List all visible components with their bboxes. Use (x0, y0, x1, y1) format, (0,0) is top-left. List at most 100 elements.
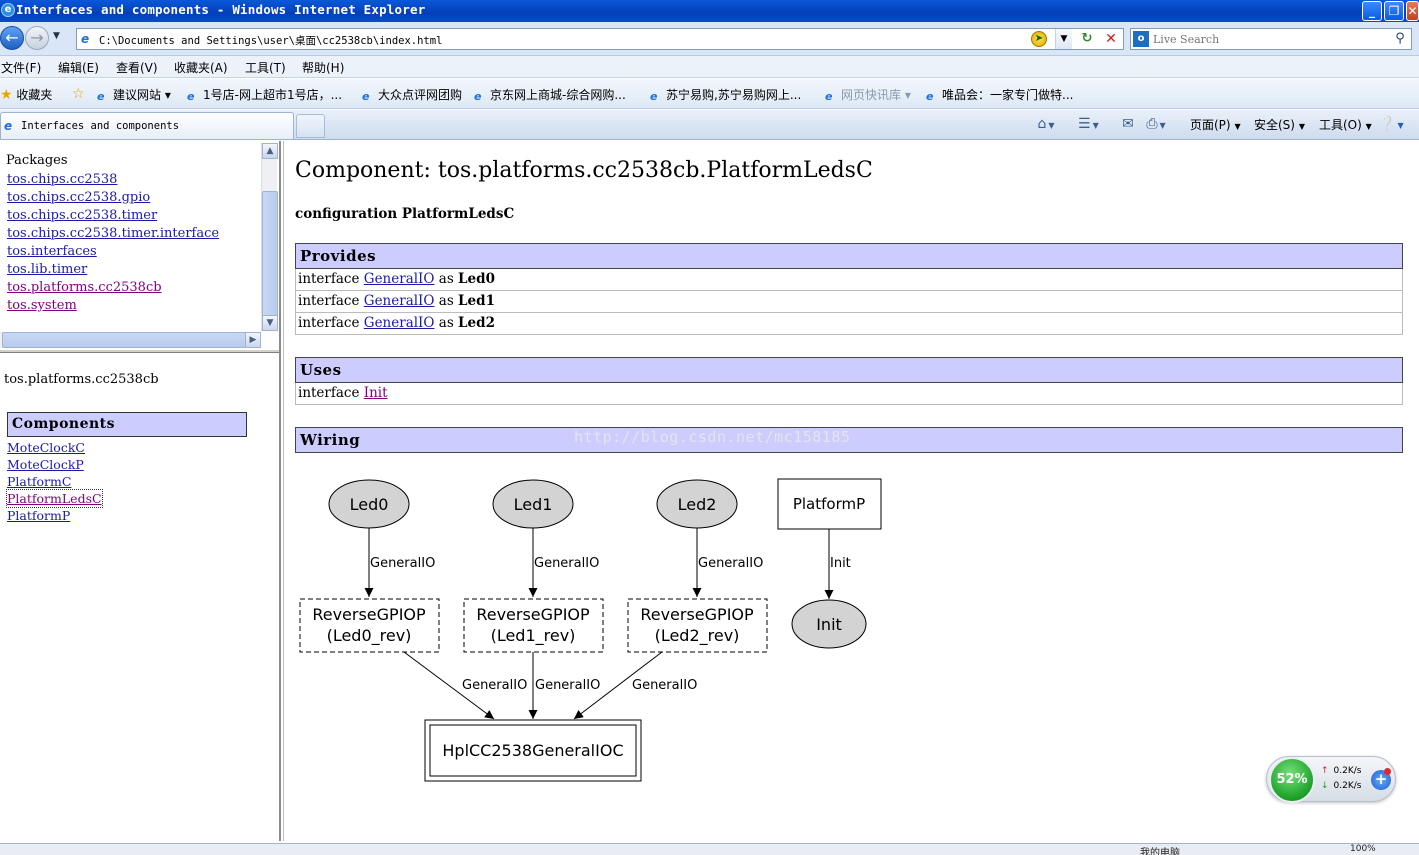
interface-link[interactable]: Init (363, 385, 388, 401)
page-icon: e (81, 32, 90, 46)
package-link[interactable]: tos.platforms.cc2538cb (7, 280, 162, 295)
edge-label: GeneralIO (534, 556, 599, 571)
watermark-text: http://blog.csdn.net/mc158185 (574, 428, 851, 446)
menu-help[interactable]: 帮助(H) (302, 61, 345, 75)
current-package: tos.platforms.cc2538cb (4, 372, 159, 387)
favorites-button[interactable]: ★ 收藏夹 (0, 87, 53, 103)
home-icon[interactable]: ⌂▼ (1037, 116, 1055, 132)
maximize-button[interactable]: ❐ (1384, 1, 1404, 21)
menu-file[interactable]: 文件(F) (1, 61, 42, 75)
menu-bar: 文件(F) 编辑(E) 查看(V) 收藏夹(A) 工具(T) 帮助(H) (0, 56, 1419, 78)
cpu-percent-badge: 52% (1269, 757, 1315, 803)
menu-edit[interactable]: 编辑(E) (58, 61, 99, 75)
compatibility-icon[interactable]: ➤ (1031, 31, 1047, 47)
minimize-button[interactable]: _ (1362, 1, 1382, 21)
component-link[interactable]: MoteClockC (7, 440, 85, 455)
scroll-up-icon[interactable]: ▲ (262, 143, 278, 159)
address-bar[interactable]: e C:\Documents and Settings\user\桌面\cc25… (76, 28, 1124, 50)
scroll-thumb[interactable] (262, 191, 278, 317)
history-dropdown-icon[interactable]: ▼ (53, 31, 60, 41)
status-bar: 我的电脑 100% (0, 843, 1419, 855)
wiring-section: Wiring (295, 427, 1403, 453)
new-tab-button[interactable] (296, 114, 325, 138)
package-link[interactable]: tos.chips.cc2538 (7, 172, 118, 187)
package-link[interactable]: tos.lib.timer (7, 262, 88, 277)
mail-icon[interactable]: ✉ (1122, 116, 1134, 132)
page-title: Component: tos.platforms.cc2538cb.Platfo… (295, 158, 873, 183)
led2-label: Led2 (678, 495, 717, 514)
address-dropdown-icon[interactable]: ▼ (1055, 29, 1072, 49)
package-link[interactable]: tos.interfaces (7, 244, 97, 259)
menu-view[interactable]: 查看(V) (116, 61, 158, 75)
wiring-header: Wiring (295, 427, 1403, 453)
live-search-icon: o (1133, 31, 1149, 47)
configuration-declaration: configuration PlatformLedsC (295, 206, 515, 222)
main-frame: Component: tos.platforms.cc2538cb.Platfo… (283, 141, 1419, 841)
provides-row: interface GeneralIO as Led2 (295, 313, 1403, 335)
security-zone: 我的电脑 (1140, 848, 1180, 855)
back-button[interactable]: ← (0, 26, 24, 50)
safety-menu[interactable]: 安全(S) ▼ (1254, 118, 1305, 132)
package-link[interactable]: tos.chips.cc2538.timer (7, 208, 158, 223)
network-monitor-widget[interactable]: 52% ↑0.2K/s ↓0.2K/s + (1266, 756, 1396, 803)
packages-horizontal-scrollbar[interactable]: ▶ (0, 332, 261, 348)
wiring-diagram: Led0 Led1 Led2 PlatformP Init GeneralIO … (299, 478, 882, 782)
frame-splitter[interactable] (0, 349, 279, 353)
plus-icon[interactable]: + (1371, 770, 1391, 790)
refresh-icon[interactable]: ↻ (1081, 31, 1093, 46)
component-link[interactable]: PlatformP (7, 508, 71, 523)
component-link[interactable]: MoteClockP (7, 457, 84, 472)
page-menu[interactable]: 页面(P) ▼ (1190, 118, 1241, 132)
menu-tools[interactable]: 工具(T) (245, 61, 286, 75)
close-button[interactable]: ✕ (1406, 1, 1419, 21)
package-link[interactable]: tos.chips.cc2538.timer.interface (7, 226, 220, 241)
hplcc2538generalioc-node (424, 719, 642, 782)
uses-row: interface Init (295, 383, 1403, 405)
edge-label: GeneralIO (698, 556, 763, 571)
tools-menu[interactable]: 工具(O) ▼ (1319, 118, 1372, 132)
rev2-label-b: (Led2_rev) (655, 626, 740, 646)
address-toolbar: ← → ▼ e C:\Documents and Settings\user\桌… (0, 22, 1419, 56)
interface-link[interactable]: GeneralIO (363, 293, 435, 309)
rev2-label-a: ReverseGPIOP (640, 605, 754, 624)
stop-icon[interactable]: ✕ (1105, 31, 1117, 47)
tab-interfaces-components[interactable]: e Interfaces and components (0, 112, 294, 139)
forward-button[interactable]: → (25, 26, 49, 50)
edge-label: GeneralIO (370, 556, 435, 571)
components-header: Components (7, 412, 247, 437)
print-icon[interactable]: ⎙▼ (1146, 116, 1166, 132)
scroll-down-icon[interactable]: ▼ (262, 315, 278, 331)
search-input[interactable] (1153, 31, 1383, 47)
led1-label: Led1 (514, 495, 553, 514)
menu-favorites[interactable]: 收藏夹(A) (174, 61, 228, 75)
scroll-right-icon[interactable]: ▶ (245, 332, 261, 348)
packages-vertical-scrollbar[interactable]: ▲ ▼ (261, 143, 278, 331)
help-icon[interactable]: ❔▼ (1378, 116, 1404, 132)
provides-header: Provides (295, 243, 1403, 269)
feeds-icon[interactable]: ☰▼ (1078, 116, 1099, 132)
tab-bar: e Interfaces and components ⌂▼ ☰▼ ✉ ⎙▼ 页… (0, 110, 1419, 140)
address-url[interactable]: C:\Documents and Settings\user\桌面\cc2538… (99, 35, 443, 47)
package-link[interactable]: tos.system (7, 298, 77, 313)
tab-page-icon: e (4, 119, 13, 133)
interface-link[interactable]: GeneralIO (363, 315, 435, 331)
edge-label: GeneralIO (535, 678, 600, 693)
platformp-node (777, 478, 882, 530)
hscroll-thumb[interactable] (2, 332, 252, 348)
add-favorite-icon[interactable]: ☆ (72, 86, 85, 102)
search-icon[interactable]: ⚲ (1395, 31, 1405, 46)
zoom-level[interactable]: 100% (1350, 844, 1376, 854)
rev0-label-a: ReverseGPIOP (312, 605, 426, 624)
component-link[interactable]: PlatformLedsC (6, 489, 103, 508)
component-link[interactable]: PlatformC (7, 474, 72, 489)
interface-link[interactable]: GeneralIO (363, 271, 435, 287)
package-link[interactable]: tos.chips.cc2538.gpio (7, 190, 151, 205)
